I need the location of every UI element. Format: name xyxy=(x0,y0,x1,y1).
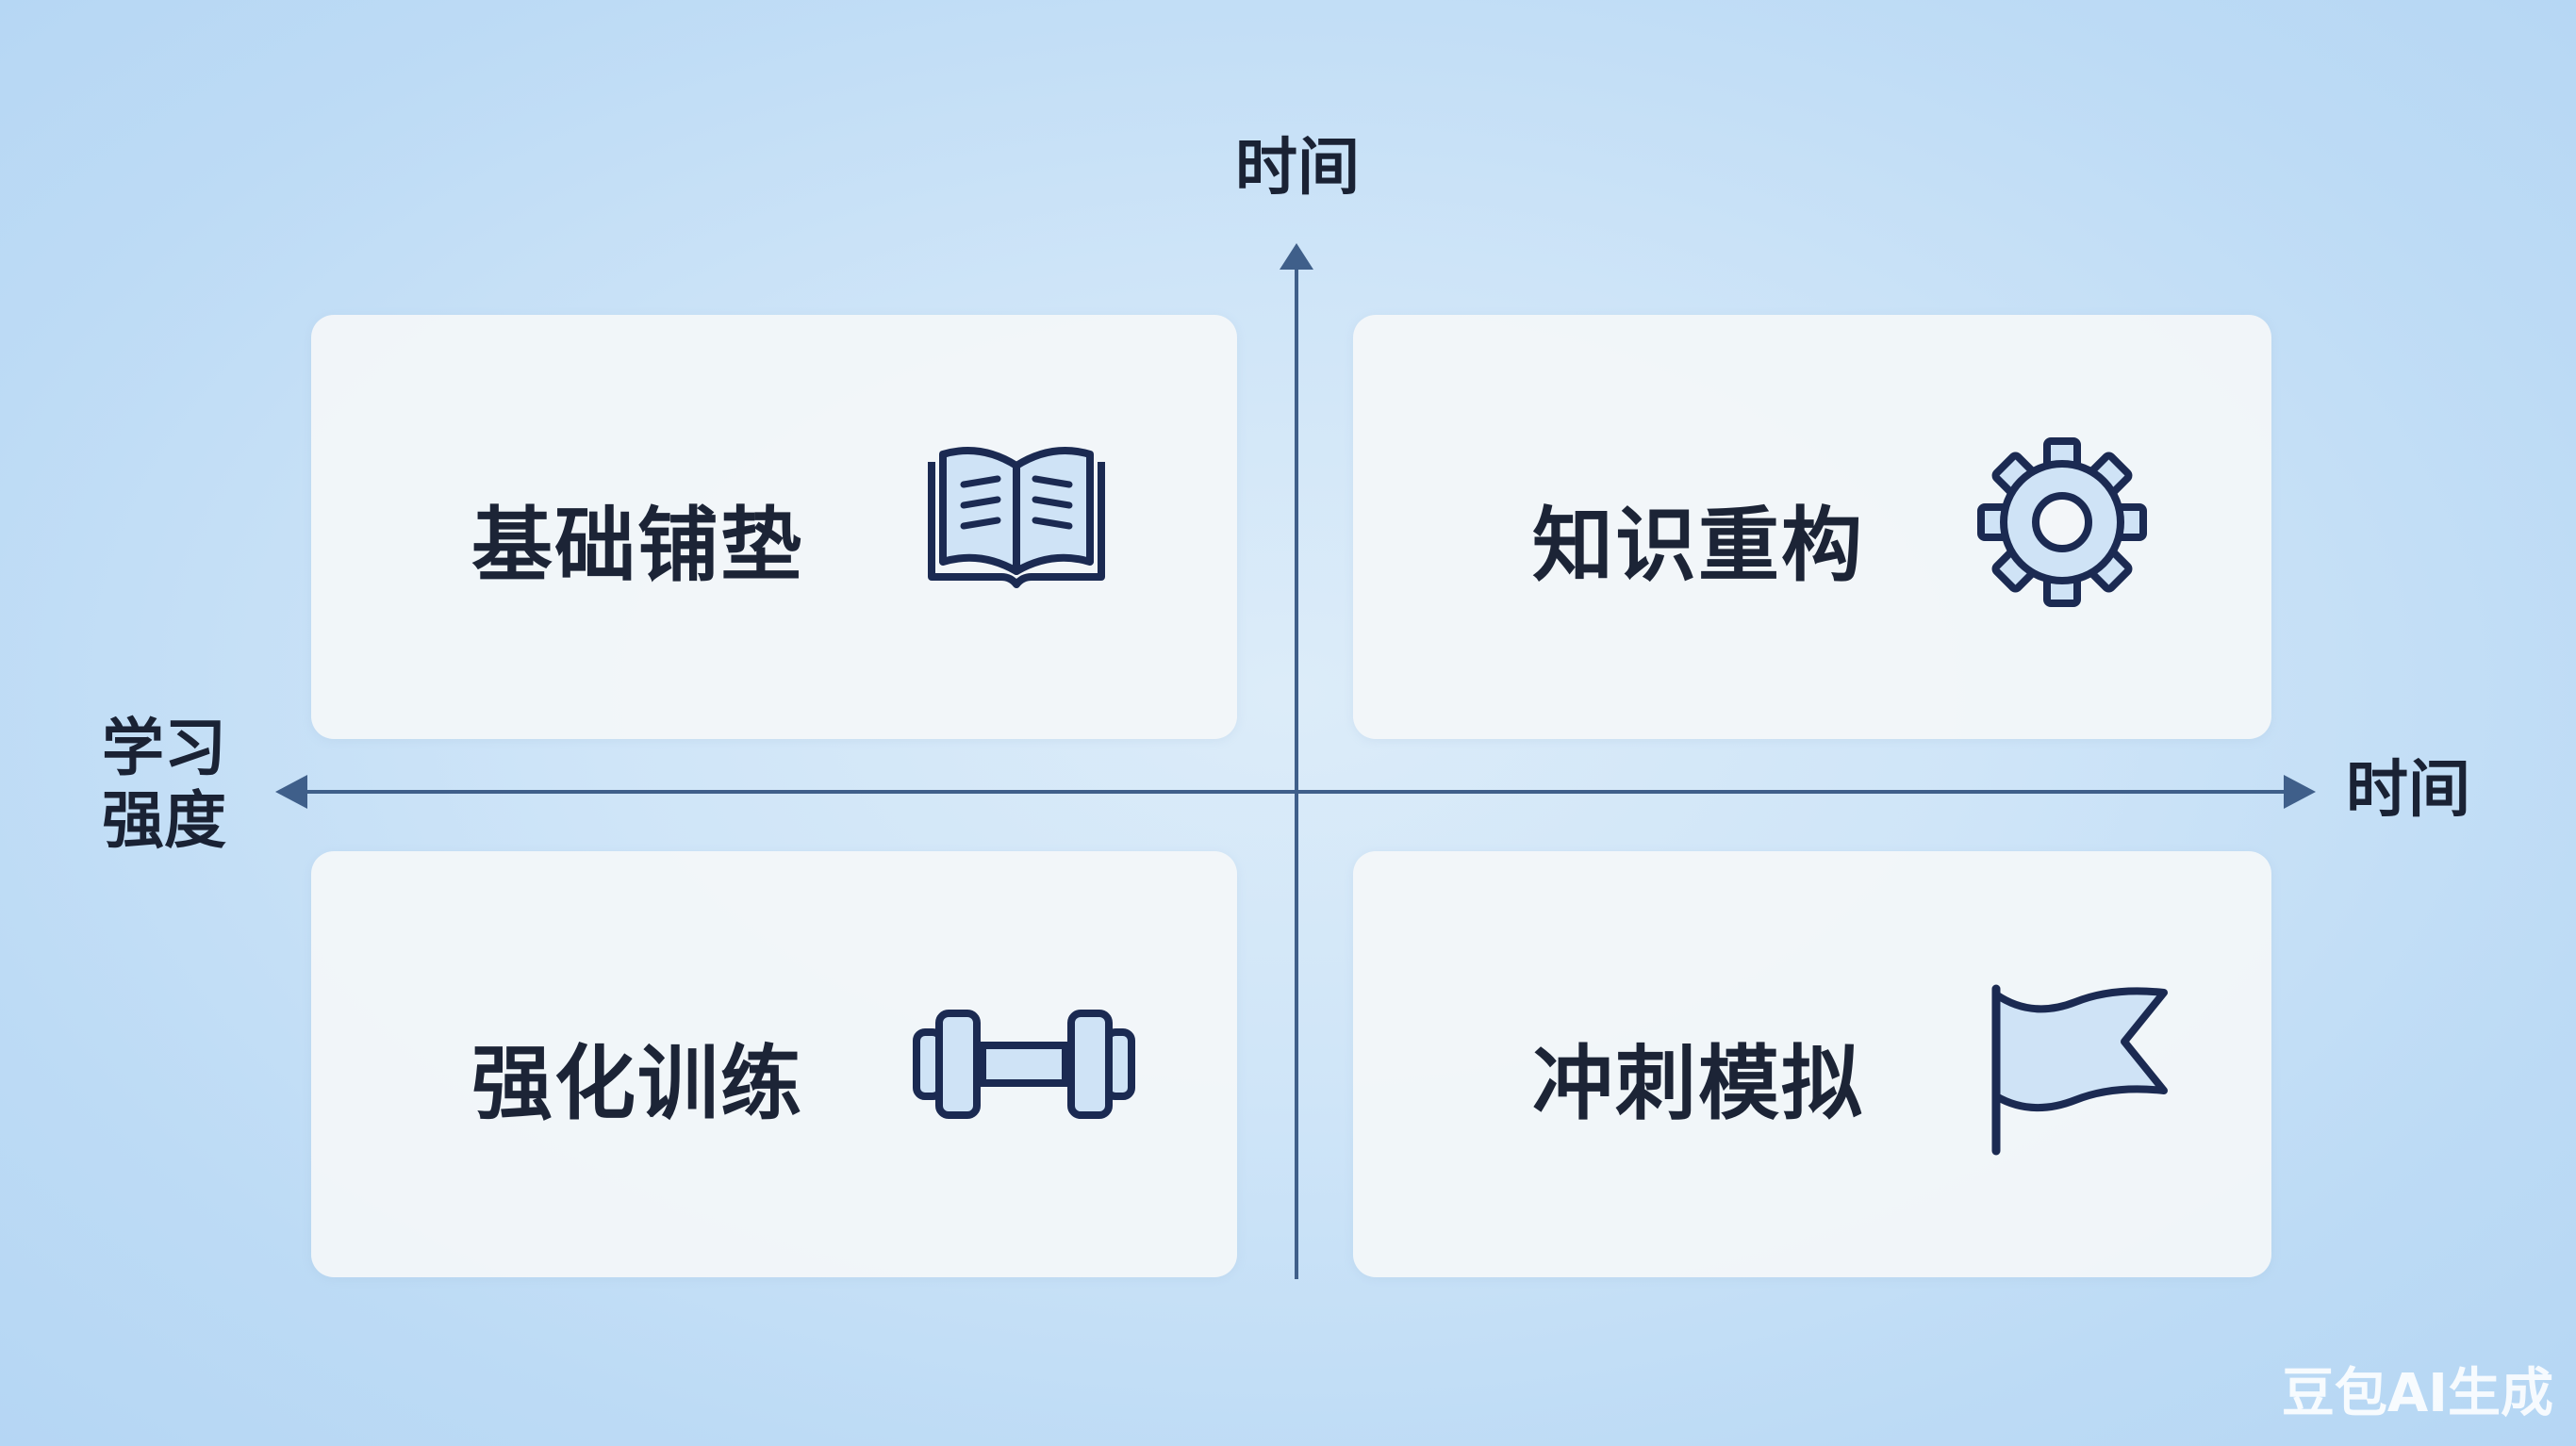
vertical-axis-label: 时间 xyxy=(1235,131,1360,204)
open-book-icon xyxy=(922,437,1111,598)
left-label-line-2: 强度 xyxy=(102,783,226,857)
quadrant-card-intensive: 强化训练 xyxy=(311,851,1237,1277)
horizontal-axis-right-label: 时间 xyxy=(2346,753,2470,826)
quadrant-label: 基础铺垫 xyxy=(471,499,803,593)
dumbbell-icon xyxy=(911,1008,1137,1121)
left-label-line-1: 学习 xyxy=(102,712,226,784)
quadrant-label: 强化训练 xyxy=(471,1037,803,1131)
quadrant-card-restructure: 知识重构 xyxy=(1353,315,2271,739)
quadrant-card-sprint: 冲刺模拟 xyxy=(1353,851,2271,1277)
flag-icon xyxy=(1985,983,2173,1157)
horizontal-axis-left-arrowhead xyxy=(275,775,307,809)
horizontal-axis-left-label: 学习 强度 xyxy=(102,712,226,857)
gear-icon xyxy=(1975,435,2149,609)
quadrant-label: 冲刺模拟 xyxy=(1532,1037,1864,1131)
vertical-axis-arrowhead xyxy=(1280,243,1313,270)
watermark: 豆包AI生成 xyxy=(2281,1363,2553,1424)
quadrant-card-foundation: 基础铺垫 xyxy=(311,315,1237,739)
horizontal-axis-right-arrowhead xyxy=(2284,775,2316,809)
quadrant-label: 知识重构 xyxy=(1532,499,1864,593)
